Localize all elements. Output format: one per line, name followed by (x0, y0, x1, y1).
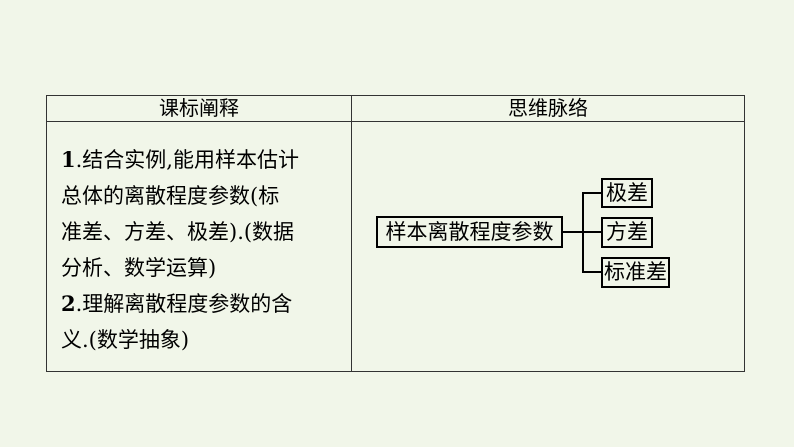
branch-node: 标准差 (601, 257, 670, 288)
text-line: 分析、数学运算) (61, 256, 217, 280)
branch-node: 方差 (601, 217, 653, 248)
text-line: 1.结合实例,能用样本估计 (61, 147, 299, 172)
text-line: 2.理解离散程度参数的含 (61, 291, 293, 316)
connector (582, 231, 601, 233)
header-left: 课标阐释 (159, 96, 239, 120)
header-right: 思维脉络 (508, 96, 588, 120)
content-table: 课标阐释 思维脉络 1.结合实例,能用样本估计 总体的离散程度参数(标 准差、方… (46, 95, 745, 372)
text-line: 准差、方差、极差).(数据 (61, 220, 295, 244)
column-divider (351, 96, 352, 371)
connector (563, 231, 584, 233)
header-row (47, 96, 744, 122)
branch-node: 极差 (601, 178, 653, 208)
text-line: 总体的离散程度参数(标 (61, 184, 280, 208)
text-line: 义.(数学抽象) (61, 328, 190, 352)
standards-text: 1.结合实例,能用样本估计 总体的离散程度参数(标 准差、方差、极差).(数据 … (61, 142, 341, 358)
root-node: 样本离散程度参数 (376, 216, 563, 248)
connector (582, 271, 601, 273)
connector (582, 192, 601, 194)
